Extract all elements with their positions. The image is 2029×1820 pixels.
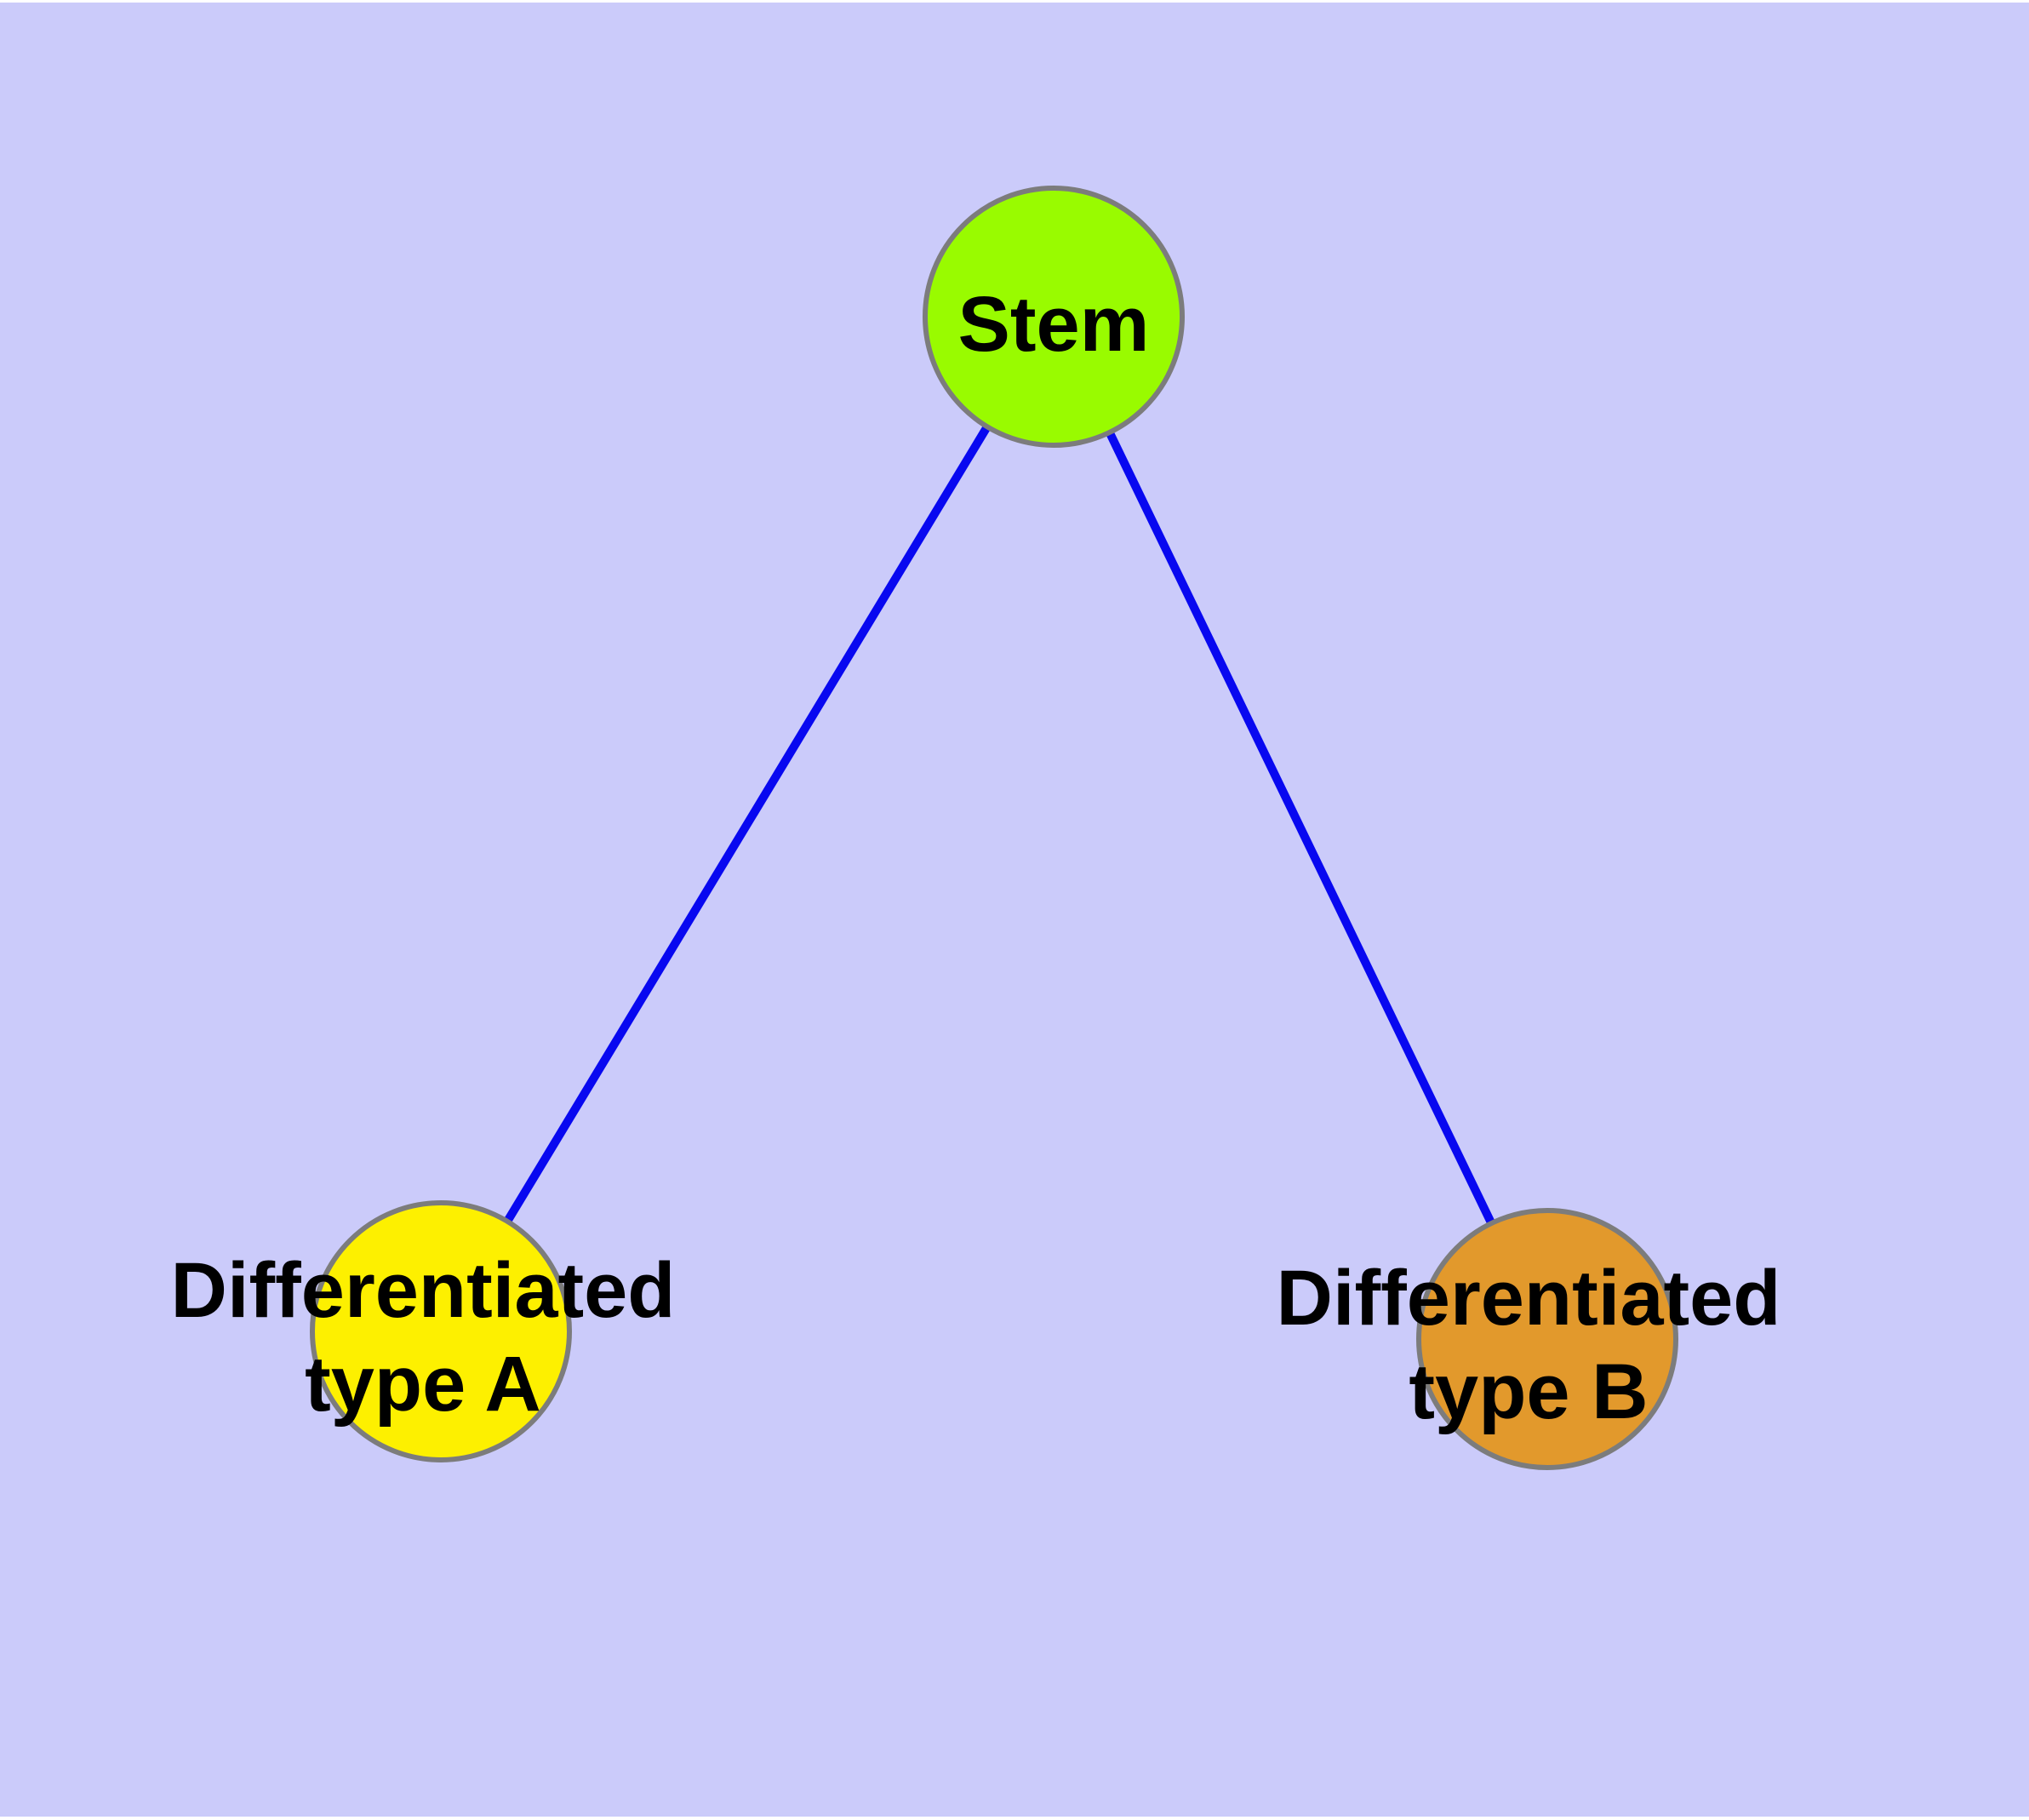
node-differentiated-type-a-label-line1: Differentiated — [171, 1247, 676, 1334]
node-stem-label: Stem — [958, 281, 1150, 368]
node-differentiated-type-b[interactable]: Differentiated type B — [1277, 1208, 1781, 1470]
node-differentiated-type-b-circle[interactable] — [1416, 1208, 1678, 1470]
node-differentiated-type-a-circle[interactable] — [310, 1200, 572, 1462]
node-stem-circle[interactable] — [923, 186, 1185, 448]
node-differentiated-type-a-label-line2: type A — [305, 1341, 541, 1428]
node-differentiated-type-b-label-line1: Differentiated — [1277, 1255, 1781, 1342]
node-differentiated-type-b-label-line2: type B — [1409, 1348, 1648, 1435]
edge-stem-to-type-a — [437, 314, 1058, 1334]
edge-stem-to-type-b — [1049, 314, 1552, 1342]
node-stem[interactable]: Stem — [923, 186, 1185, 448]
node-differentiated-type-a[interactable]: Differentiated type A — [171, 1200, 676, 1462]
